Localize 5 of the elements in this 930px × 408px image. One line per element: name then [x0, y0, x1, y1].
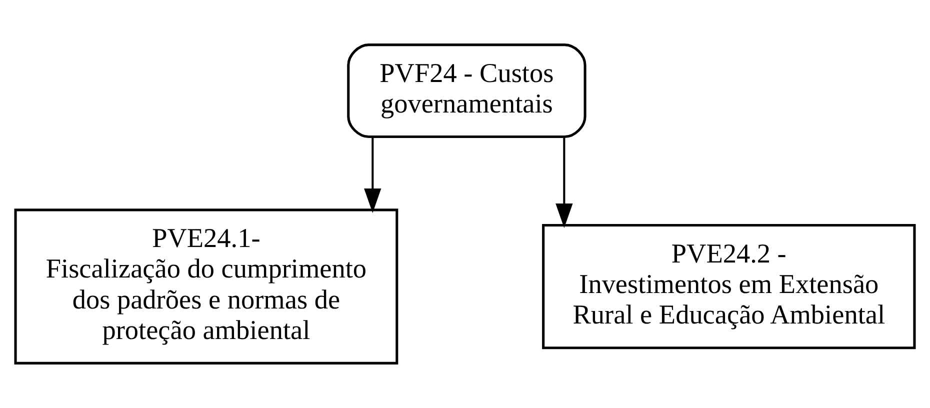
- node-box: PVE24.1- Fiscalização do cumprimento dos padrões e normas de proteção ambiental: [14, 208, 398, 364]
- node-box: PVF24 - Custos governamentais: [347, 44, 586, 138]
- arrow: [364, 137, 382, 213]
- node-box: PVE24.2 - Investimentos em Extensão Rural e Educação Ambiental: [542, 224, 916, 350]
- arrow: [556, 137, 573, 228]
